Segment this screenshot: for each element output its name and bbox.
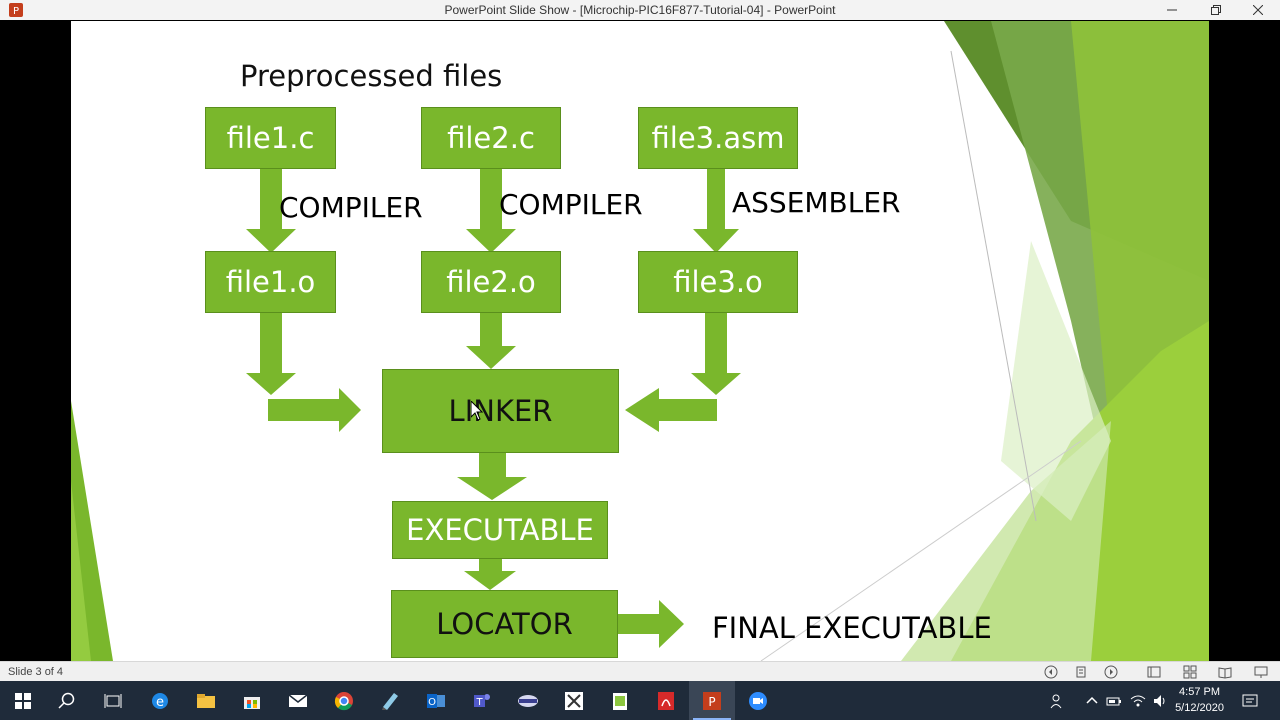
volume-icon[interactable] <box>1152 693 1168 709</box>
notepadpp-icon <box>613 692 627 710</box>
linker-box: LINKER <box>382 369 619 453</box>
zoom-icon <box>749 691 767 710</box>
powerpoint-icon: P <box>703 691 721 710</box>
taskbar-edge[interactable]: e <box>137 681 183 720</box>
compiler-label-2: COMPILER <box>499 188 643 221</box>
taskbar-powerpoint[interactable]: P <box>689 681 735 720</box>
taskbar-store[interactable] <box>229 681 275 720</box>
outlook-icon: O <box>427 693 445 708</box>
clock-time: 4:57 PM <box>1179 686 1221 698</box>
chrome-icon <box>334 691 353 710</box>
title-bar: P PowerPoint Slide Show - [Microchip-PIC… <box>0 0 1280 20</box>
svg-text:e: e <box>156 695 164 710</box>
mail-icon <box>288 693 308 707</box>
reading-view-icon[interactable] <box>1218 665 1232 679</box>
start-icon <box>15 692 31 709</box>
notification-icon[interactable] <box>1242 693 1258 709</box>
slide-background-decoration <box>71 21 1209 661</box>
taskbar-teams[interactable]: T <box>459 681 505 720</box>
wifi-icon[interactable] <box>1130 693 1146 709</box>
slide-indicator: Slide 3 of 4 <box>8 666 64 678</box>
taskbar-acrobat[interactable] <box>643 681 689 720</box>
taskbar-file-explorer[interactable] <box>183 681 229 720</box>
compile-arrows <box>246 168 739 253</box>
slide-canvas[interactable]: Preprocessed files file1.c file2.c file3… <box>71 21 1209 661</box>
window-title: PowerPoint Slide Show - [Microchip-PIC16… <box>444 3 836 17</box>
notepad-icon <box>382 692 398 710</box>
object-box-file1: file1.o <box>205 251 336 313</box>
taskbar-visual-studio[interactable] <box>551 681 597 720</box>
locator-box: LOCATOR <box>391 590 618 658</box>
taskbar-mplab[interactable] <box>505 681 551 720</box>
source-box-file2: file2.c <box>421 107 561 169</box>
object-box-file3: file3.o <box>638 251 798 313</box>
close-icon <box>1253 5 1263 15</box>
visual-studio-icon <box>565 691 583 710</box>
task-view-button[interactable] <box>90 681 136 720</box>
acrobat-icon <box>658 691 674 710</box>
slideshow-view-icon[interactable] <box>1254 665 1268 679</box>
close-button[interactable] <box>1236 0 1280 20</box>
executable-box: EXECUTABLE <box>392 501 608 559</box>
svg-text:O: O <box>428 697 436 708</box>
object-box-file2: file2.o <box>421 251 561 313</box>
taskbar-notepad[interactable] <box>367 681 413 720</box>
people-icon[interactable] <box>1050 693 1066 709</box>
taskbar-notepadpp[interactable] <box>597 681 643 720</box>
clock-date: 5/12/2020 <box>1175 702 1224 714</box>
source-box-file3: file3.asm <box>638 107 798 169</box>
normal-view-icon[interactable] <box>1147 665 1161 679</box>
taskbar-chrome[interactable] <box>321 681 367 720</box>
svg-text:T: T <box>475 697 483 708</box>
slide-sorter-icon[interactable] <box>1183 665 1197 679</box>
compiler-label-1: COMPILER <box>279 191 423 224</box>
edge-icon: e <box>152 692 168 710</box>
svg-text:P: P <box>13 6 19 17</box>
mplab-icon <box>518 694 538 707</box>
status-bar: Slide 3 of 4 <box>0 661 1280 682</box>
source-box-file1: file1.c <box>205 107 336 169</box>
restore-button[interactable] <box>1194 0 1238 20</box>
start-button[interactable] <box>0 681 46 720</box>
menu-icon[interactable] <box>1074 665 1088 679</box>
previous-slide-icon[interactable] <box>1044 665 1058 679</box>
assembler-label: ASSEMBLER <box>732 186 901 219</box>
battery-icon[interactable] <box>1106 693 1122 709</box>
link-arrows <box>246 313 741 648</box>
search-icon <box>58 692 75 709</box>
teams-icon: T <box>474 693 490 708</box>
mouse-cursor-icon <box>471 401 483 421</box>
taskbar-mail[interactable] <box>275 681 321 720</box>
taskbar-zoom[interactable] <box>735 681 781 720</box>
svg-text:P: P <box>708 695 715 709</box>
search-button[interactable] <box>44 681 90 720</box>
windows-taskbar: e O T P 4:57 PM 5/12/2020 <box>0 681 1280 720</box>
chevron-up-icon[interactable] <box>1084 693 1100 709</box>
file-explorer-icon <box>197 693 215 708</box>
minimize-button[interactable] <box>1150 0 1194 20</box>
slide-heading: Preprocessed files <box>240 59 503 93</box>
next-slide-icon[interactable] <box>1104 665 1118 679</box>
restore-icon <box>1211 5 1221 15</box>
task-view-icon <box>104 693 122 708</box>
powerpoint-icon: P <box>9 3 23 17</box>
minimize-icon <box>1167 9 1177 11</box>
store-icon <box>244 696 260 709</box>
final-executable-label: FINAL EXECUTABLE <box>712 611 992 645</box>
taskbar-outlook[interactable]: O <box>413 681 459 720</box>
taskbar-clock[interactable]: 4:57 PM 5/12/2020 <box>1175 684 1224 716</box>
